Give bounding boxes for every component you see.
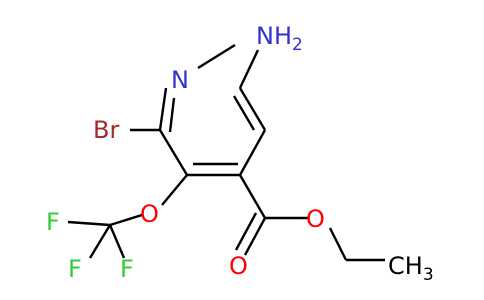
- bond-c3-o: [161, 174, 188, 206]
- fluorine-label-3: F: [120, 255, 134, 283]
- bond-c6-n1: [197, 43, 236, 70]
- fluorine-label-2: F: [68, 255, 82, 283]
- ester-oxygen-label: O: [306, 205, 325, 233]
- bond-carbonyl-o-double: [234, 212, 258, 251]
- bond-c5-c6: [238, 87, 267, 131]
- bond-c4-carbonyl: [238, 174, 267, 219]
- bond-cf3-f1: [67, 220, 111, 227]
- bond-o-cf3: [109, 213, 143, 227]
- bond-c5-c6-inner: [232, 95, 256, 131]
- bond-carbonyl-o: [243, 217, 267, 256]
- bond-n1-c2: [158, 87, 168, 131]
- bonds: [67, 43, 385, 262]
- carbonyl-oxygen-label: O: [229, 252, 248, 280]
- methyl-label: CH3: [388, 252, 434, 285]
- bond-c2-c3: [158, 129, 189, 176]
- fluorine-label-1: F: [46, 208, 60, 236]
- bromine-label: Br: [93, 116, 119, 144]
- ring-nitrogen-label: N: [171, 66, 189, 94]
- bond-oester-ch2: [328, 227, 348, 261]
- bond-cf3-f2: [88, 224, 112, 259]
- bond-c4-c5: [238, 129, 267, 176]
- bond-c6-amine: [238, 49, 260, 89]
- bond-n1-c2-inner: [168, 97, 176, 133]
- ether-oxygen-label: O: [140, 200, 159, 228]
- bond-cf3-f3: [108, 224, 126, 259]
- amine-label: NH2: [256, 22, 303, 55]
